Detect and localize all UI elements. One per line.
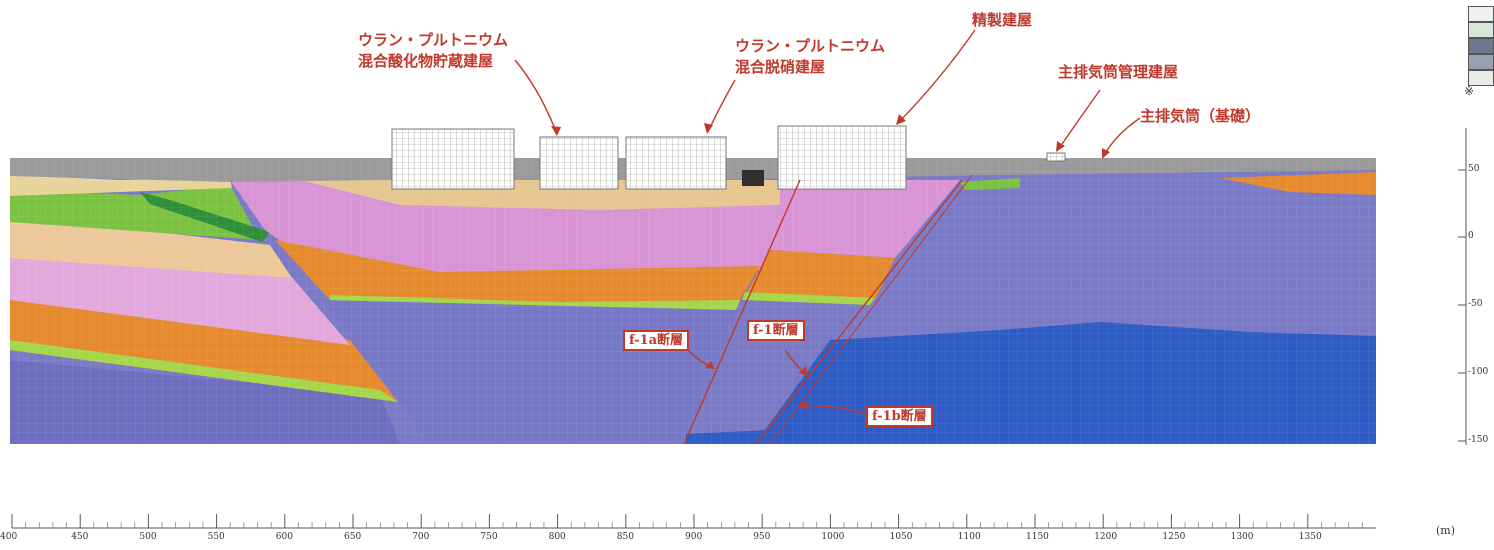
x-tick-label: 750 xyxy=(480,532,498,542)
arrowhead-f-1 xyxy=(799,366,808,376)
callout-mox-denitration-line1: ウラン・プルトニウム xyxy=(735,37,886,55)
x-tick-label: 1350 xyxy=(1298,532,1322,542)
arrowhead-f-1b xyxy=(798,401,808,410)
x-tick-label: 950 xyxy=(753,532,771,542)
y-tick-label: -50 xyxy=(1468,299,1483,309)
arrow-purification xyxy=(897,29,976,124)
x-tick-label: 600 xyxy=(275,532,293,542)
arrowhead-main-stack xyxy=(1102,148,1110,159)
x-tick-label: 700 xyxy=(412,532,430,542)
arrowhead-purification xyxy=(896,114,906,125)
x-axis-minor-ticks xyxy=(25,522,1363,528)
y-axis-ticks xyxy=(1458,169,1466,442)
x-tick-label: 1000 xyxy=(821,532,845,542)
arrowhead-mox-denitration xyxy=(704,123,713,134)
building-stack-management xyxy=(1046,152,1066,162)
fault-label-f-1a: f-1a断層 xyxy=(623,330,689,351)
y-tick-label: -150 xyxy=(1468,435,1489,445)
arrowhead-f-1a xyxy=(705,361,715,369)
legend-swatch-1 xyxy=(1468,6,1494,22)
legend-swatch-4 xyxy=(1468,54,1494,70)
callout-stack-management: 主排気筒管理建屋 xyxy=(1058,62,1178,83)
x-tick-label: 1200 xyxy=(1094,532,1118,542)
x-tick-label: 800 xyxy=(548,532,566,542)
x-tick-label: 400 xyxy=(0,532,18,542)
x-tick-label: 1250 xyxy=(1162,532,1186,542)
x-axis-unit: (m) xyxy=(1436,524,1456,537)
fault-f-1-line xyxy=(755,179,963,445)
callout-purification-line1: 精製建屋 xyxy=(972,11,1033,29)
y-tick-label: -100 xyxy=(1468,367,1489,377)
building-mox-denitration-a xyxy=(539,136,619,190)
callout-mox-storage-line2: 混合酸化物貯蔵建屋 xyxy=(358,52,494,70)
arrow-heads xyxy=(551,114,1110,410)
x-tick-label: 900 xyxy=(685,532,703,542)
arrow-mox-denitration xyxy=(707,79,736,133)
callout-mox-denitration: ウラン・プルトニウム 混合脱硝建屋 xyxy=(735,36,885,78)
callout-mox-storage-line1: ウラン・プルトニウム xyxy=(358,31,509,49)
finite-element-mesh xyxy=(10,158,1376,444)
callout-main-stack-line1: 主排気筒（基礎） xyxy=(1140,107,1261,125)
x-tick-label: 1300 xyxy=(1230,532,1254,542)
callout-mox-storage: ウラン・プルトニウム 混合酸化物貯蔵建屋 xyxy=(358,30,508,72)
y-tick-label: 0 xyxy=(1468,231,1474,241)
x-tick-label: 650 xyxy=(344,532,362,542)
building-mox-denitration-b xyxy=(625,136,727,190)
callout-mox-denitration-line2: 混合脱硝建屋 xyxy=(735,58,826,76)
x-tick-label: 450 xyxy=(71,532,89,542)
building-dark-block xyxy=(742,170,764,186)
arrow-mox-storage xyxy=(514,59,558,135)
x-tick-label: 850 xyxy=(616,532,634,542)
x-tick-label: 550 xyxy=(207,532,225,542)
strata-group xyxy=(10,158,1376,444)
fault-f-1b-line xyxy=(769,174,973,445)
x-axis-major-ticks xyxy=(11,514,1309,528)
arrowhead-stack-management xyxy=(1056,141,1065,152)
fault-label-f-1b: f-1b断層 xyxy=(866,406,933,427)
callout-main-stack: 主排気筒（基礎） xyxy=(1140,106,1260,127)
fault-f-1a-line xyxy=(683,179,801,445)
x-tick-label: 1050 xyxy=(889,532,913,542)
building-mox-storage xyxy=(391,128,515,190)
callout-stack-management-line1: 主排気筒管理建屋 xyxy=(1058,63,1179,81)
x-tick-label: 1100 xyxy=(957,532,981,542)
x-tick-label: 1150 xyxy=(1026,532,1049,542)
arrow-stack-management xyxy=(1057,89,1101,151)
fault-label-f-1: f-1断層 xyxy=(747,320,805,341)
arrowhead-mox-storage xyxy=(551,126,561,136)
x-tick-label: 500 xyxy=(139,532,157,542)
building-purification xyxy=(777,125,907,190)
legend-note: ※ xyxy=(1464,84,1475,98)
arrow-main-stack xyxy=(1102,117,1141,158)
legend-swatch-2 xyxy=(1468,22,1494,38)
callout-purification: 精製建屋 xyxy=(972,10,1032,31)
y-tick-label: 50 xyxy=(1468,164,1480,174)
legend-swatch-3 xyxy=(1468,38,1494,54)
